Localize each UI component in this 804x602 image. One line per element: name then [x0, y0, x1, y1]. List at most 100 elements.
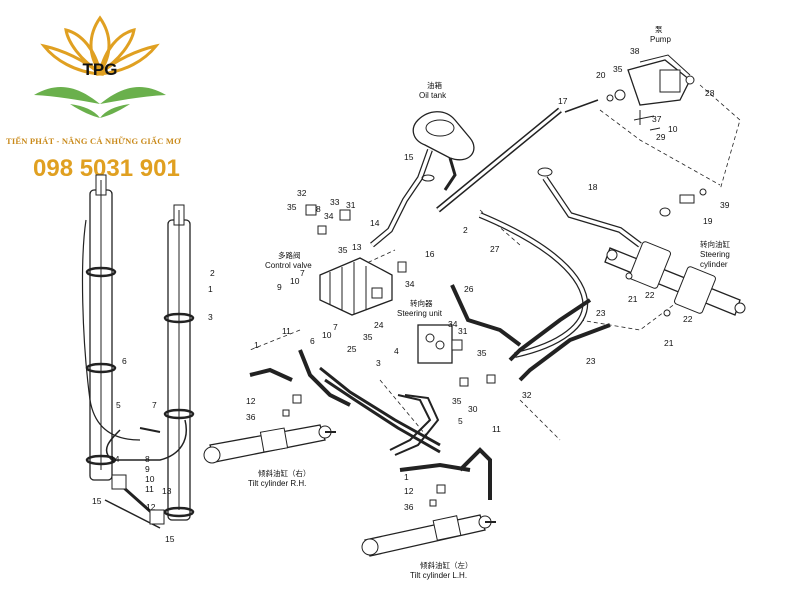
part-number: 1	[404, 472, 409, 482]
part-number: 29	[656, 132, 666, 142]
part-number: 34	[324, 211, 334, 221]
part-number: 39	[720, 200, 730, 210]
part-number: 10	[668, 124, 678, 134]
part-number: 2	[463, 225, 468, 235]
part-number: 25	[347, 344, 357, 354]
label-tilt-lh: Tilt cylinder L.H.	[410, 571, 467, 580]
part-number: 31	[458, 326, 468, 336]
part-number: 15	[92, 496, 102, 506]
part-number: 35	[287, 202, 297, 212]
part-number: 1	[208, 284, 213, 294]
part-number: 31	[346, 200, 356, 210]
part-number: 12	[146, 502, 156, 512]
label-steering-cylinder-2: cylinder	[700, 260, 728, 269]
part-number: 19	[703, 216, 713, 226]
part-number: 36	[404, 502, 414, 512]
part-number: 35	[363, 332, 373, 342]
oil-tank	[370, 111, 475, 248]
part-number: 35	[613, 64, 623, 74]
part-number: 6	[122, 356, 127, 366]
part-number: 8	[145, 454, 150, 464]
part-number: 10	[322, 330, 332, 340]
label-control-valve-cn: 多路阀	[278, 250, 301, 260]
part-number: 28	[705, 88, 715, 98]
part-number: 27	[490, 244, 500, 254]
part-number: 14	[370, 218, 380, 228]
label-tilt-lh-cn: 倾斜油缸（左）	[420, 560, 473, 570]
part-number: 26	[464, 284, 474, 294]
part-number: 13	[352, 242, 362, 252]
part-number: 7	[152, 400, 157, 410]
part-number: 3	[376, 358, 381, 368]
part-number: 2	[210, 268, 215, 278]
part-number: 7	[333, 322, 338, 332]
mast-assembly	[81, 174, 195, 529]
part-number: 12	[246, 396, 256, 406]
part-number: 20	[596, 70, 606, 80]
steering-unit	[417, 324, 496, 387]
part-number: 32	[297, 188, 307, 198]
part-number: 11	[282, 326, 291, 336]
part-number: 6	[310, 336, 315, 346]
part-number: 11	[145, 484, 154, 494]
part-number: 38	[630, 46, 640, 56]
part-number: 4	[394, 346, 399, 356]
part-number: 1	[254, 340, 259, 350]
part-number: 30	[468, 404, 478, 414]
part-number: 12	[404, 486, 414, 496]
part-number: 16	[425, 249, 435, 259]
part-number: 5	[458, 416, 463, 426]
label-oil-tank: Oil tank	[419, 91, 447, 100]
part-numbers: 38 20 35 28 17 37 10 29 18 39 19 15 2 27…	[92, 46, 730, 544]
control-valve	[305, 204, 407, 316]
label-oil-tank-cn: 油箱	[427, 80, 442, 90]
part-number: 15	[165, 534, 175, 544]
label-control-valve: Control valve	[265, 261, 312, 270]
tilt-cylinder-rh	[203, 424, 336, 464]
brand-tagline: TIẾN PHÁT - NÂNG CÁ NHỮNG GIẤC MƠ	[6, 136, 181, 146]
part-number: 8	[316, 204, 321, 214]
part-number: 21	[628, 294, 638, 304]
label-pump: Pump	[650, 35, 671, 44]
part-number: 32	[522, 390, 532, 400]
part-number: 37	[652, 114, 662, 124]
part-number: 5	[116, 400, 121, 410]
part-number: 35	[477, 348, 487, 358]
part-number: 22	[645, 290, 655, 300]
part-number: 10	[290, 276, 300, 286]
part-number: 9	[277, 282, 282, 292]
part-number: 34	[405, 279, 415, 289]
logo-text: TPG	[83, 60, 118, 79]
part-number: 14	[110, 454, 120, 464]
part-number: 11	[492, 424, 501, 434]
pump-assembly	[564, 54, 695, 131]
label-pump-cn: 泵	[655, 25, 663, 34]
label-tilt-rh-cn: 倾斜油缸（右）	[258, 468, 311, 478]
part-number: 17	[558, 96, 568, 106]
part-number: 7	[300, 268, 305, 278]
part-number: 23	[596, 308, 606, 318]
part-number: 9	[145, 464, 150, 474]
label-tilt-rh: Tilt cylinder R.H.	[248, 479, 306, 488]
part-number: 24	[374, 320, 384, 330]
part-number: 3	[208, 312, 213, 322]
part-number: 35	[452, 396, 462, 406]
part-number: 34	[448, 319, 458, 329]
label-steering-unit-cn: 转向器	[410, 298, 433, 308]
part-number: 15	[404, 152, 414, 162]
part-number: 23	[586, 356, 596, 366]
tilt-cylinder-lh	[361, 514, 496, 557]
part-number: 22	[683, 314, 693, 324]
part-number: 21	[664, 338, 674, 348]
label-steering-cylinder-cn: 转向油缸	[700, 239, 730, 249]
part-number: 10	[145, 474, 155, 484]
part-number: 33	[330, 197, 340, 207]
part-number: 18	[588, 182, 598, 192]
lotus-logo: TPG	[34, 15, 166, 118]
label-steering-cylinder-1: Steering	[700, 250, 730, 259]
steering-cylinder	[604, 241, 746, 316]
part-number: 36	[246, 412, 256, 422]
part-number: 35	[338, 245, 348, 255]
